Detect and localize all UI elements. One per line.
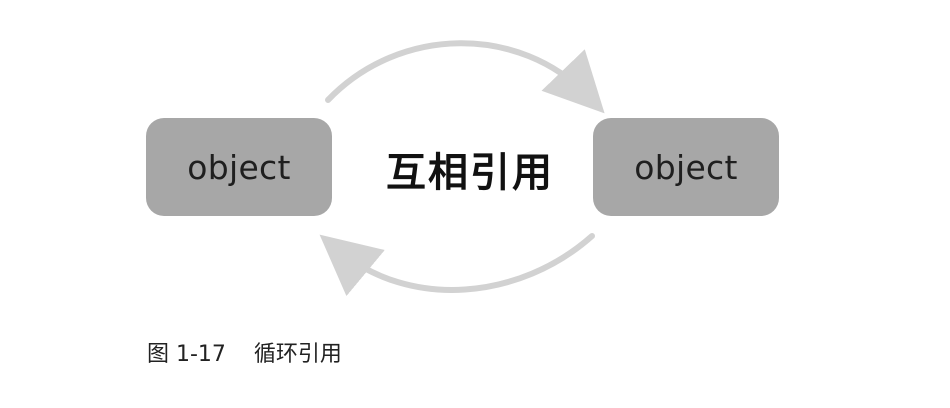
mutual-reference-label: 互相引用 — [386, 150, 554, 196]
object-node-left-label: object — [187, 147, 291, 187]
figure-caption: 图 1-17 循环引用 — [147, 336, 342, 368]
figure-title: 循环引用 — [253, 342, 342, 367]
arrow-right-to-left — [319, 233, 595, 297]
figure-number: 图 1-17 — [147, 342, 226, 367]
object-node-right: object — [593, 118, 779, 216]
object-node-left: object — [146, 118, 332, 216]
arrow-left-to-right — [325, 40, 605, 114]
object-node-right-label: object — [634, 147, 738, 187]
caption-gap — [226, 342, 254, 367]
